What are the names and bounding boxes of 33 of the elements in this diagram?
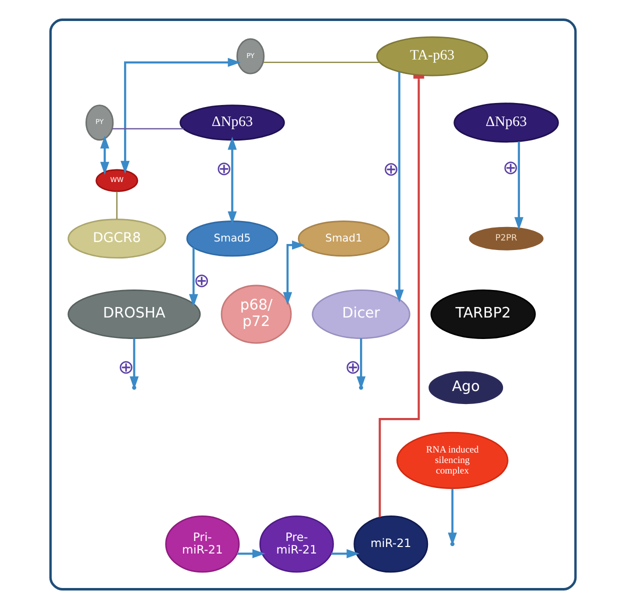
arrow xyxy=(237,549,266,558)
edge-label: ⊕ xyxy=(344,355,361,378)
arrow xyxy=(394,72,404,303)
node-ellipse: miR-21 xyxy=(354,515,428,573)
node-ellipse: TA-p63 xyxy=(376,36,488,76)
edge-label: ⊕ xyxy=(502,156,519,180)
node-ellipse: ΔNp63 xyxy=(180,104,285,141)
node-ellipse: P2PR xyxy=(468,225,545,252)
edge-label: ⊕ xyxy=(383,158,400,181)
node-ellipse: Pre- miR-21 xyxy=(259,515,334,573)
arrow xyxy=(228,136,237,224)
node-ellipse: DGCR8 xyxy=(68,218,166,259)
edge-label: ⊕ xyxy=(118,355,134,378)
arrow xyxy=(100,136,110,175)
cluster xyxy=(49,18,577,590)
connector xyxy=(116,192,118,220)
node-ellipse: ΔNp63 xyxy=(454,102,559,143)
arrow xyxy=(331,549,360,558)
node-ellipse: Pri- miR-21 xyxy=(165,515,240,573)
edge-label: ⊕ xyxy=(194,268,210,292)
arrow xyxy=(189,248,198,308)
node-ellipse: TARBP2 xyxy=(430,290,536,339)
edge-label: ⊕ xyxy=(216,156,232,180)
arrow xyxy=(120,58,241,174)
connector xyxy=(112,128,184,130)
node-ellipse: DROSHA xyxy=(68,290,201,339)
node-ellipse: Smad5 xyxy=(186,220,278,257)
arrow xyxy=(514,142,524,230)
arrow xyxy=(283,240,305,306)
node-ellipse: RNA induced silencing complex xyxy=(396,432,508,490)
connector xyxy=(263,62,380,64)
node-ellipse: Ago xyxy=(427,370,505,406)
node-ellipse: Smad1 xyxy=(298,220,390,257)
